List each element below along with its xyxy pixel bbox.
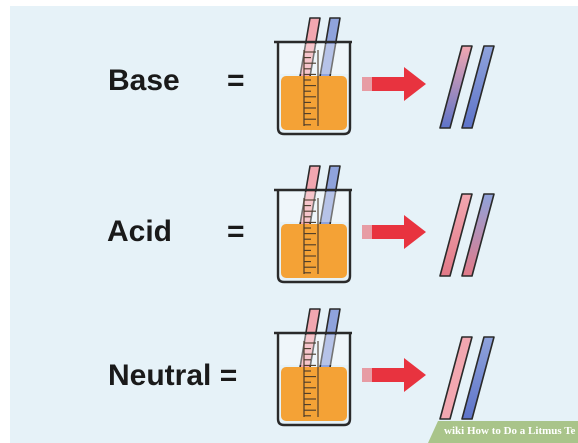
arrow-right-icon: [362, 67, 426, 101]
watermark-banner: [428, 421, 578, 443]
equals-sign-neutral: =: [219, 359, 238, 392]
row-neutral-diagram: [274, 308, 495, 427]
beaker-icon: [274, 308, 352, 427]
equals-sign-acid: =: [227, 215, 245, 248]
label-neutral: Neutral =: [108, 359, 237, 393]
watermark-title: How to Do a Litmus Te: [466, 425, 576, 437]
label-neutral-text: Neutral: [108, 359, 212, 392]
result-strips-icon: [439, 193, 495, 277]
equals-sign-base: =: [227, 64, 245, 97]
wikihow-watermark: wiki How to Do a Litmus Te: [428, 421, 578, 443]
result-strips-icon: [439, 336, 495, 420]
beaker-icon: [274, 17, 352, 136]
beaker-icon: [274, 165, 352, 284]
arrow-right-icon: [362, 358, 426, 392]
watermark-text: wiki How to Do a Litmus Te: [444, 425, 575, 437]
label-base: Base: [108, 64, 180, 97]
row-acid-diagram: [274, 165, 495, 284]
row-base-diagram: [274, 17, 495, 136]
arrow-right-icon: [362, 215, 426, 249]
watermark-brand: wiki: [444, 425, 465, 437]
result-strips-icon: [439, 45, 495, 129]
label-acid: Acid: [107, 215, 173, 248]
